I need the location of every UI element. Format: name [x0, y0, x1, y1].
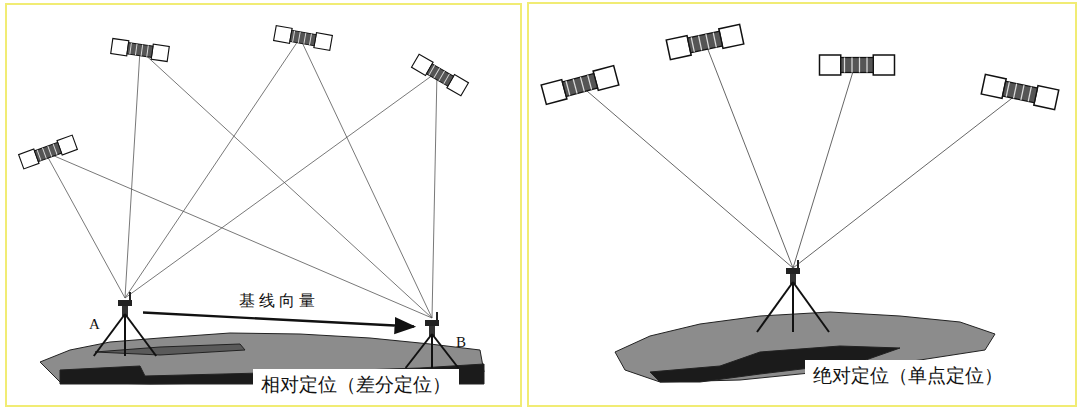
satellite: [541, 66, 619, 105]
receiver-station: A: [107, 296, 143, 358]
signal-line: [45, 152, 432, 318]
diagram-panel: 相对定位（差分定位） A B: [5, 3, 522, 407]
signal-line: [125, 72, 437, 298]
diagram-panel: 绝对定位（单点定位）: [527, 2, 1077, 407]
receiver-tripod: [757, 260, 829, 332]
signal-line: [300, 38, 432, 318]
signal-line: [793, 92, 1020, 268]
station-label: A: [89, 316, 100, 333]
satellite: [820, 55, 895, 75]
signal-line: [580, 85, 793, 268]
signal-line: [432, 72, 437, 318]
satellite: [666, 24, 744, 59]
terrain: [95, 344, 245, 355]
signal-line: [140, 50, 432, 318]
edge-label: 基线向量: [236, 291, 322, 312]
satellite: [274, 26, 333, 51]
receiver-tripod: [406, 312, 459, 368]
station-label: B: [456, 334, 466, 351]
signal-line: [125, 50, 140, 298]
satellite: [981, 74, 1059, 109]
panel-caption: 绝对定位（单点定位）: [805, 360, 1011, 391]
satellite: [19, 135, 78, 169]
signal-line: [793, 65, 855, 268]
signal-line: [705, 42, 793, 268]
panel-caption: 相对定位（差分定位）: [253, 369, 459, 400]
signal-line: [125, 38, 300, 298]
signal-line: [45, 152, 125, 298]
receiver-station: B: [414, 314, 450, 368]
receiver-tripod: [94, 292, 156, 356]
satellite: [412, 54, 469, 96]
baseline-arrow: [143, 312, 414, 326]
satellite: [111, 39, 170, 62]
